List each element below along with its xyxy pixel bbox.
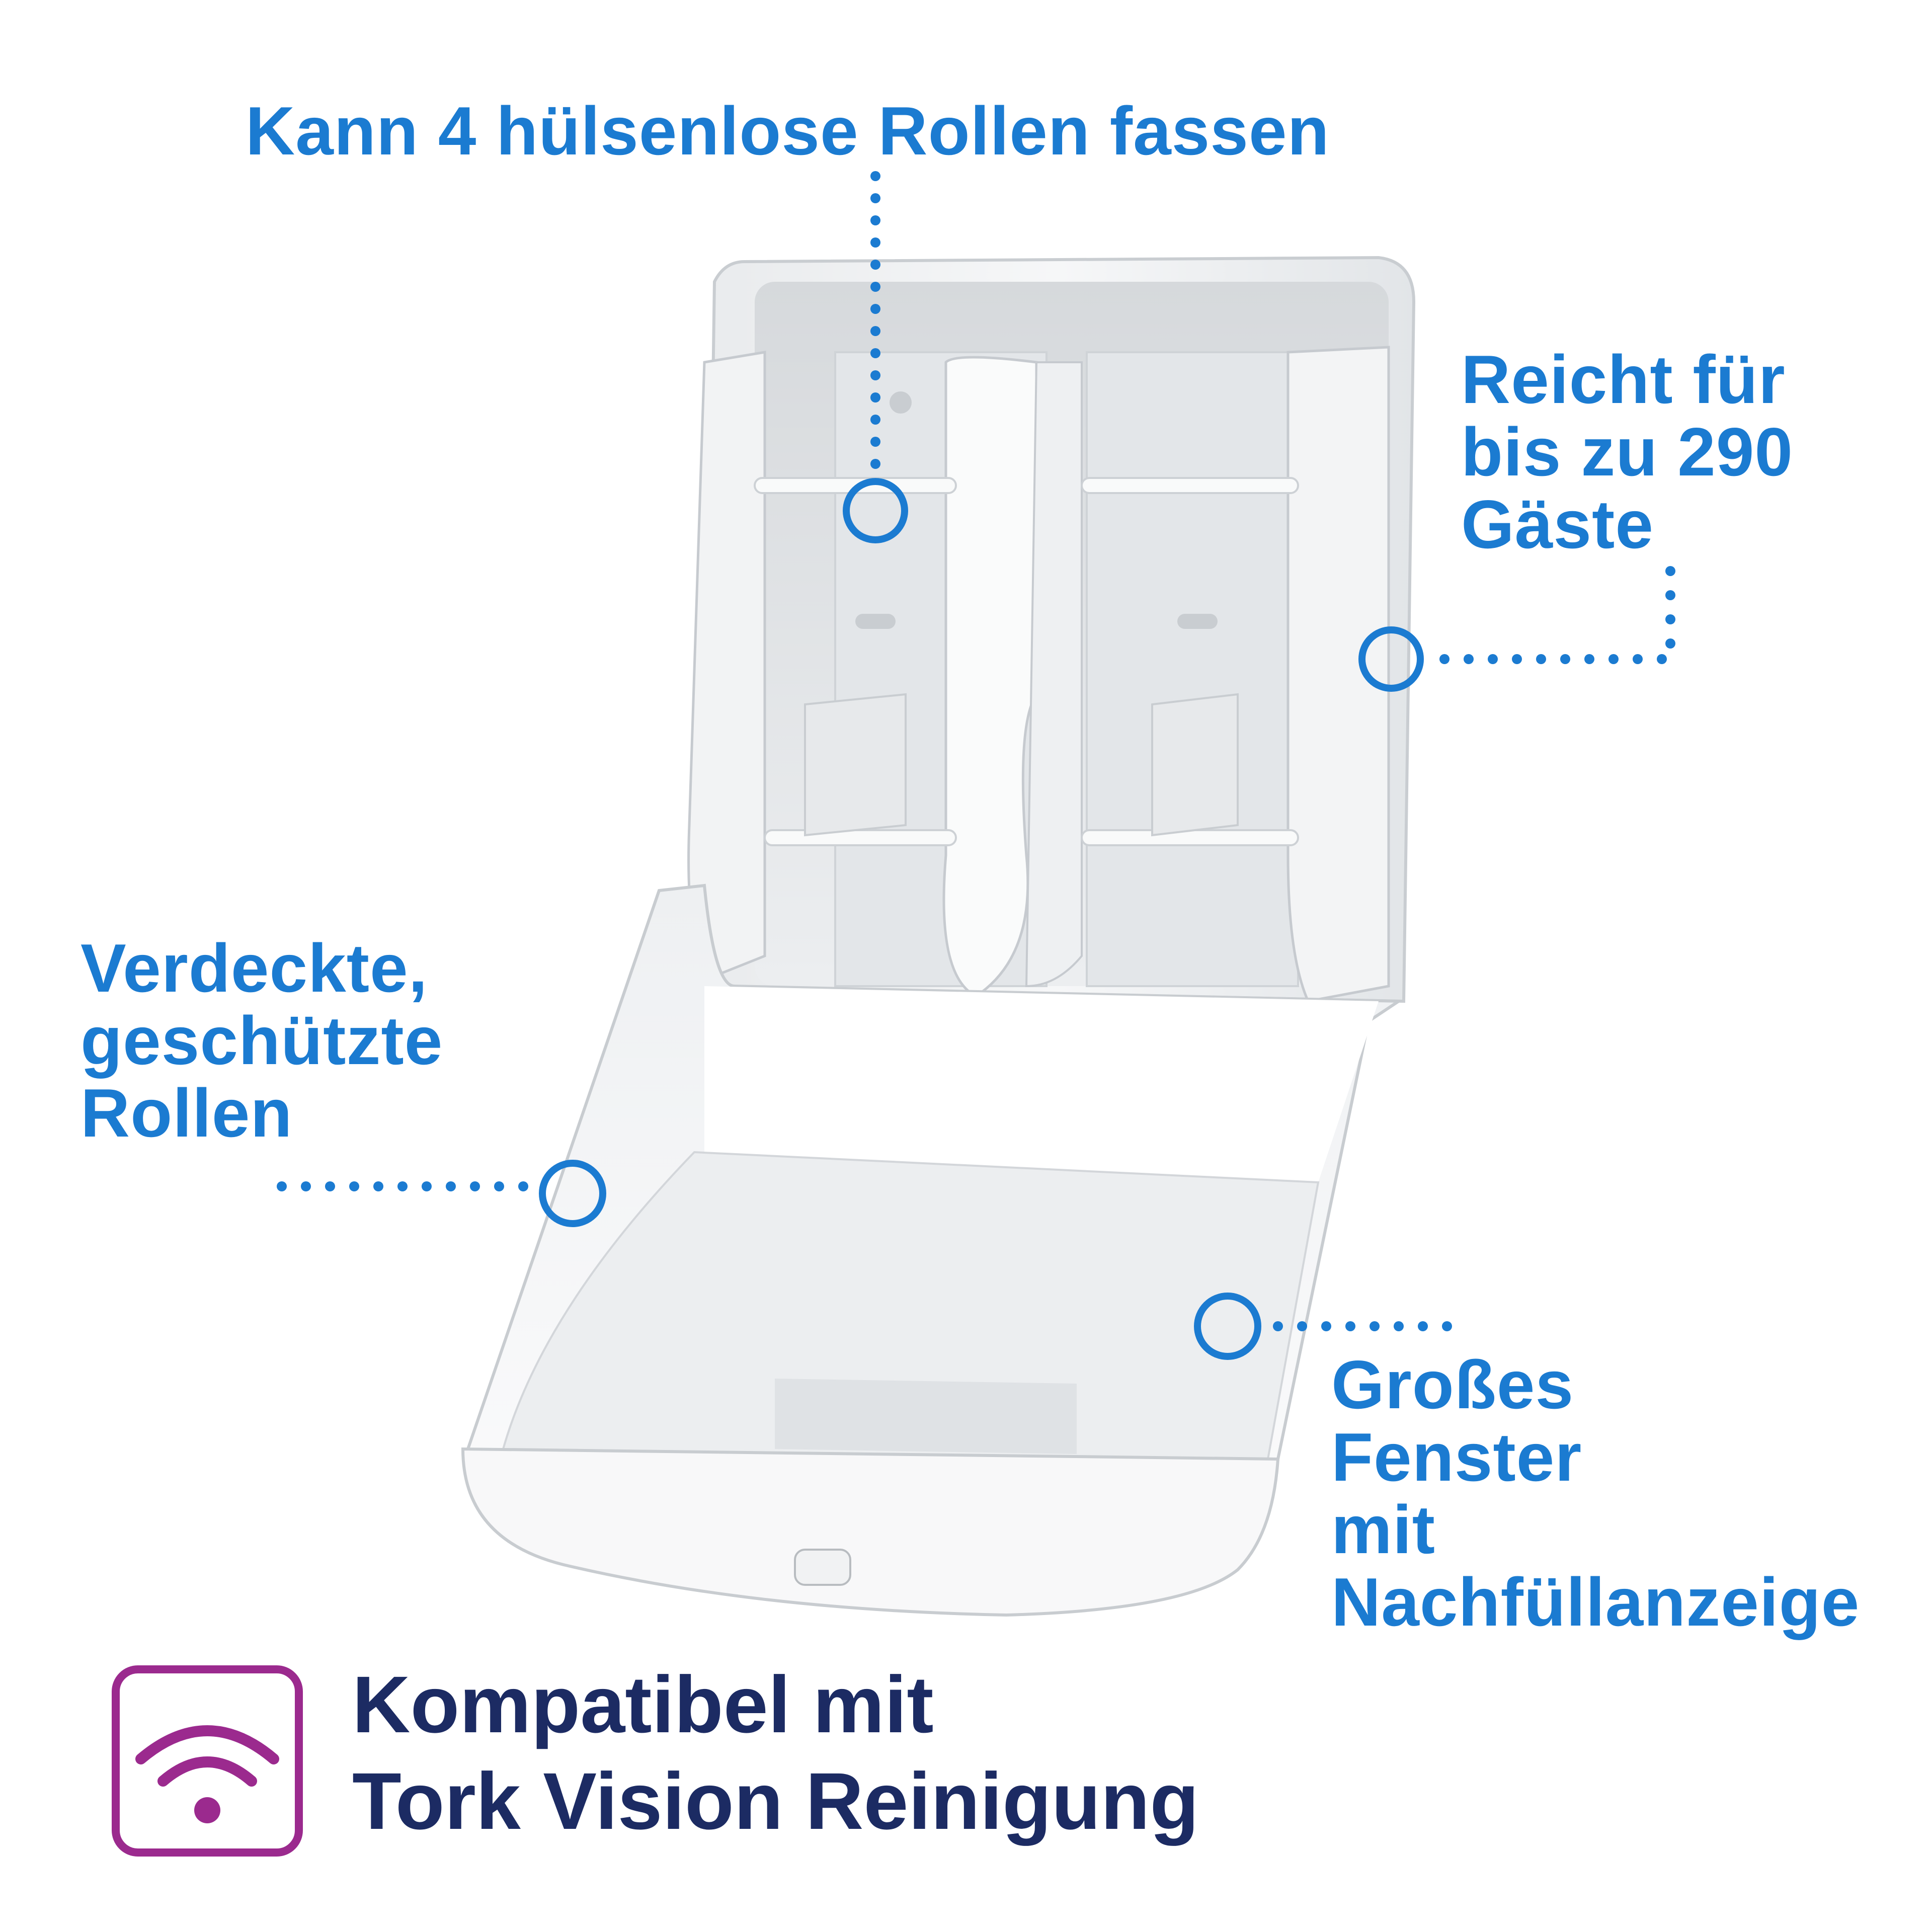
callout-roll-capacity: Kann 4 hülsenlose Rollen fassen — [246, 95, 1330, 167]
callout-refill-window-line-4: Nachfüllanzeige — [1331, 1564, 1860, 1640]
feature-compatibility-text: Kompatibel mit Tork Vision Reinigung — [352, 1656, 1199, 1849]
callout-roll-capacity-line: Kann 4 hülsenlose Rollen fassen — [246, 93, 1330, 169]
callout-protected-rolls-line-3: Rollen — [80, 1075, 293, 1151]
feature-line-2: Tork Vision Reinigung — [352, 1756, 1199, 1846]
callout-refill-window-line-2: Fenster — [1331, 1419, 1582, 1495]
callout-guest-capacity-line-1: Reicht für — [1461, 341, 1786, 418]
callout-protected-rolls-line-2: geschützte — [80, 1002, 443, 1079]
callout-leaders — [277, 171, 1675, 1360]
callout-guest-capacity: Reicht für bis zu 290 Gäste — [1461, 343, 1793, 560]
callout-refill-window-line-3: mit — [1331, 1491, 1435, 1568]
callout-refill-window: Großes Fenster mit Nachfüllanzeige — [1331, 1348, 1860, 1638]
callout-protected-rolls: Verdeckte, geschützte Rollen — [80, 932, 443, 1149]
roll-holders — [687, 346, 1390, 1003]
callout-refill-window-line-1: Großes — [1331, 1346, 1574, 1423]
wifi-signal-icon — [112, 1665, 303, 1857]
callout-protected-rolls-line-1: Verdeckte, — [80, 930, 428, 1006]
front-cover — [461, 883, 1404, 1617]
feature-line-1: Kompatibel mit — [352, 1659, 934, 1749]
callout-guest-capacity-line-3: Gäste — [1461, 486, 1654, 562]
callout-guest-capacity-line-2: bis zu 290 — [1461, 414, 1794, 490]
